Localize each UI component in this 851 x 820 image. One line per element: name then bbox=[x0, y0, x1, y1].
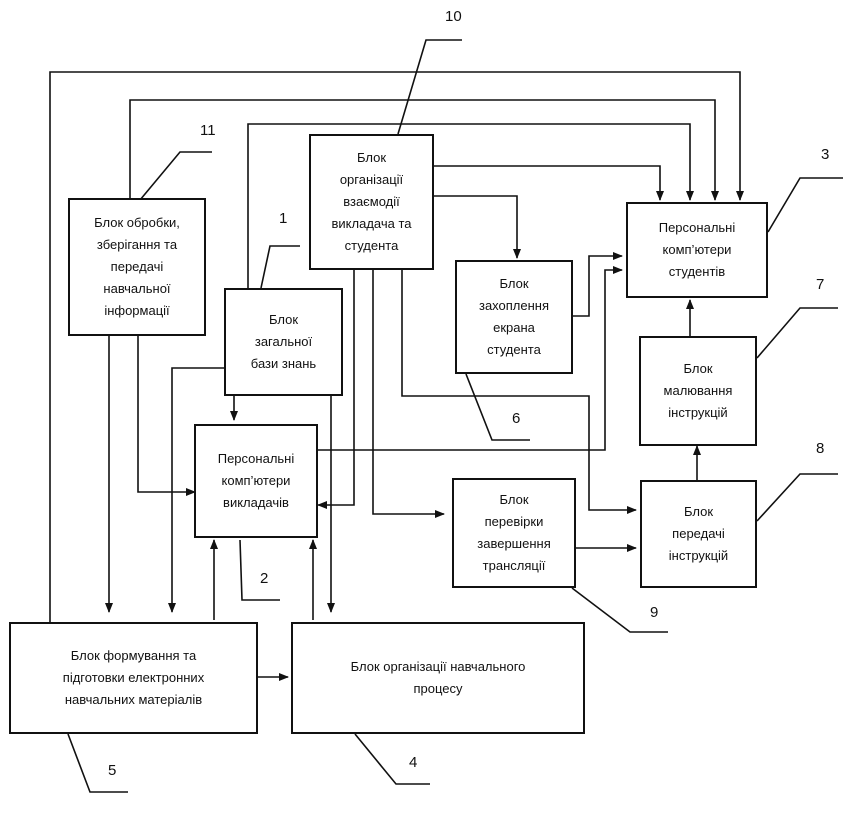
block-2-label: Персональні комп’ютери викладачів bbox=[217, 451, 295, 510]
connector-b1-to-b3 bbox=[247, 123, 694, 288]
label-number-4: 4 bbox=[409, 754, 418, 771]
connector-b6-to-b3 bbox=[573, 252, 623, 317]
leader-9 bbox=[571, 587, 668, 633]
block-11-information-processing: Блок обробки, зберігання та передачі нав… bbox=[68, 198, 206, 336]
label-number-10: 10 bbox=[445, 8, 462, 25]
block-3-label: Персональні комп’ютери студентів bbox=[658, 220, 736, 279]
connector-b10-to-b9 bbox=[372, 270, 445, 518]
block-9-label: Блок перевірки завершення трансляції bbox=[477, 492, 551, 573]
block-10-label: Блок організації взаємодії викладача та … bbox=[331, 150, 412, 253]
leader-2 bbox=[239, 539, 280, 601]
block-2-teacher-computers: Персональні комп’ютери викладачів bbox=[194, 424, 318, 538]
leader-1 bbox=[260, 245, 300, 289]
block-8-instruction-transfer: Блок передачі інструкцій bbox=[640, 480, 757, 588]
connector-b10-to-b8 bbox=[401, 270, 637, 514]
block-7-label: Блок малювання інструкцій bbox=[663, 361, 733, 420]
leader-3 bbox=[767, 177, 843, 233]
block-9-broadcast-completion-check: Блок перевірки завершення трансляції bbox=[452, 478, 576, 588]
block-8-label: Блок передачі інструкцій bbox=[668, 504, 729, 563]
label-number-6: 6 bbox=[512, 410, 521, 427]
label-number-1: 1 bbox=[279, 210, 288, 227]
leader-6 bbox=[465, 373, 530, 441]
leader-5 bbox=[67, 733, 128, 793]
block-7-instruction-drawing: Блок малювання інструкцій bbox=[639, 336, 757, 446]
block-3-student-computers: Персональні комп’ютери студентів bbox=[626, 202, 768, 298]
block-4-label: Блок організації навчального процесу bbox=[350, 659, 526, 696]
block-1-general-knowledge-base: Блок загальної бази знань bbox=[224, 288, 343, 396]
block-11-label: Блок обробки, зберігання та передачі нав… bbox=[94, 215, 180, 318]
block-6-label: Блок захоплення екрана студента bbox=[478, 276, 550, 357]
connector-b10-to-b3 bbox=[434, 165, 664, 201]
block-5-label: Блок формування та підготовки електронни… bbox=[62, 648, 205, 707]
leader-10 bbox=[397, 39, 462, 135]
connector-b2-to-b3 bbox=[318, 266, 623, 451]
leader-4 bbox=[354, 733, 430, 785]
block-1-label: Блок загальної бази знань bbox=[250, 312, 317, 371]
label-number-7: 7 bbox=[816, 276, 825, 293]
label-number-9: 9 bbox=[650, 604, 659, 621]
block-4-learning-process-organization: Блок організації навчального процесу bbox=[291, 622, 585, 734]
label-number-3: 3 bbox=[821, 146, 830, 163]
block-5-material-preparation: Блок формування та підготовки електронни… bbox=[9, 622, 258, 734]
connector-b11-to-b3 bbox=[129, 99, 719, 201]
label-number-8: 8 bbox=[816, 440, 825, 457]
connector-b10-to-b6 bbox=[434, 195, 521, 259]
block-6-screen-capture: Блок захоплення екрана студента bbox=[455, 260, 573, 374]
label-number-5: 5 bbox=[108, 762, 117, 779]
connector-b10-to-b2 bbox=[317, 270, 355, 509]
leader-11 bbox=[139, 151, 212, 201]
block-10-interaction-organization: Блок організації взаємодії викладача та … bbox=[309, 134, 434, 270]
leader-7 bbox=[756, 307, 838, 359]
leader-8 bbox=[756, 473, 838, 522]
connector-b1-to-b5 bbox=[168, 367, 224, 613]
connector-b11-to-b2 bbox=[137, 336, 196, 496]
label-number-11: 11 bbox=[200, 122, 216, 139]
connector-b5-to-b3 bbox=[49, 71, 744, 622]
label-number-2: 2 bbox=[260, 570, 269, 587]
